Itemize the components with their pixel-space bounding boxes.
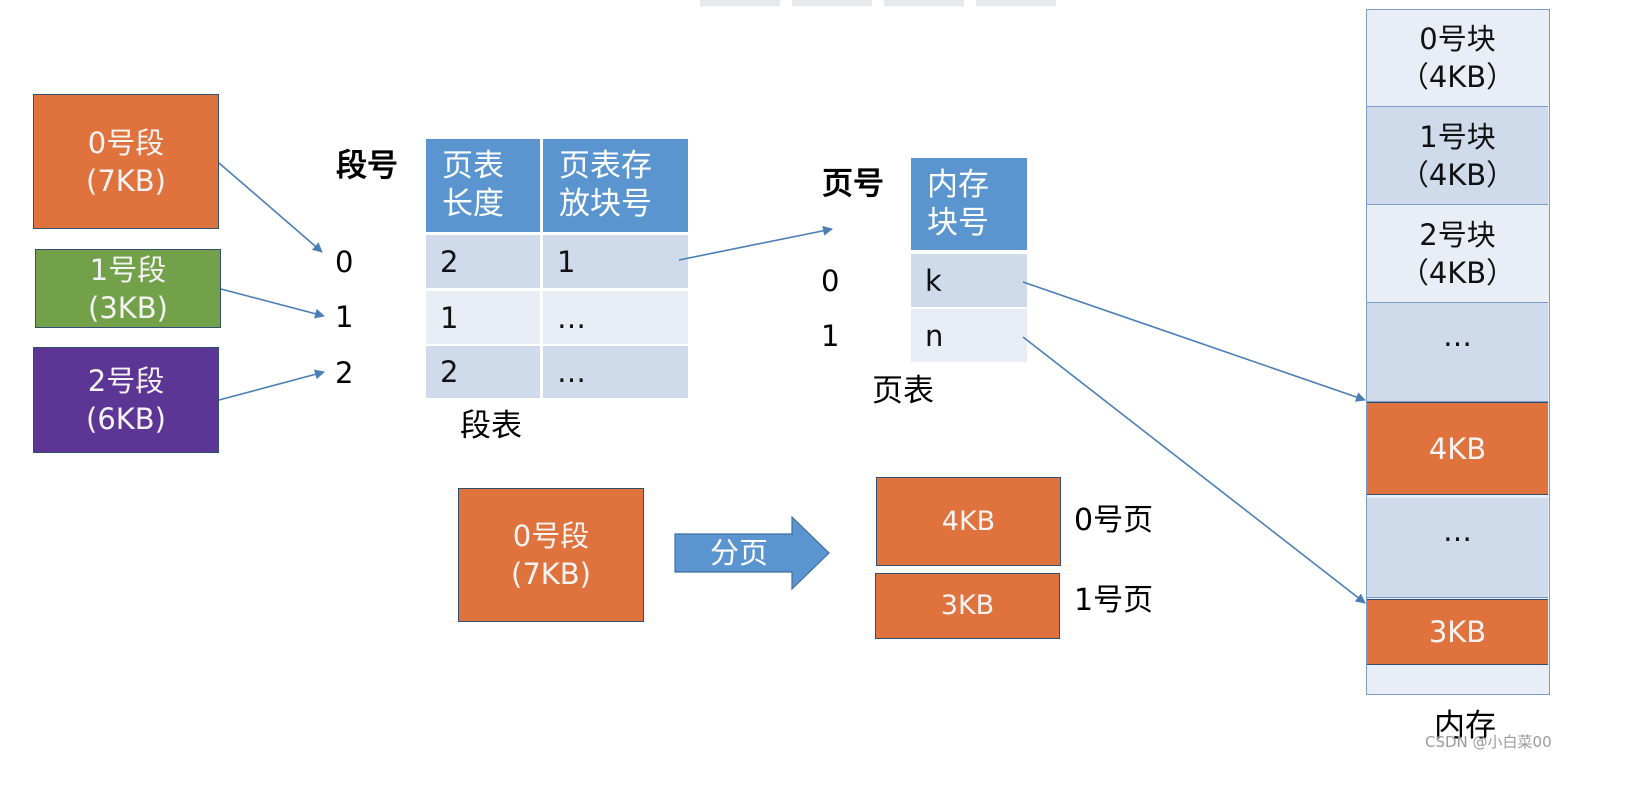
top-strip (700, 0, 780, 6)
segment-table-header-block: 页表存 放块号 (543, 139, 688, 232)
memory-block-2-label: 2号块 (1419, 217, 1496, 252)
segment-table-header-block-line1: 页表存 (559, 148, 652, 184)
paging-source-segment: 0号段 (7KB) (458, 488, 644, 622)
segment-table-row-0-length: 2 (426, 235, 540, 288)
memory-caption: 内存 (1434, 708, 1496, 744)
segment-table-header-length-line1: 页表 (442, 148, 504, 184)
page-number-label: 页号 (822, 166, 884, 202)
page-0-label: 0号页 (1074, 503, 1154, 538)
page-0-size: 4KB (941, 505, 996, 537)
watermark: CSDN @小白菜00 (1425, 733, 1552, 751)
arrow-segment0-to-index (218, 162, 323, 253)
memory-block-1-label: 1号块 (1419, 119, 1496, 154)
segment-table-row-0-block: 1 (543, 235, 688, 288)
memory-block-page1-label: 3KB (1428, 615, 1487, 649)
memory-block-ellipsis-2-label: … (1443, 514, 1472, 548)
memory-block-0: 0号块 （4KB） (1367, 10, 1548, 107)
segment-0-size: (7KB) (86, 163, 166, 198)
top-strip (884, 0, 964, 6)
segment-table-header-length-line2: 长度 (442, 186, 504, 222)
page-table-header-line1: 内存 (927, 167, 989, 203)
memory-block-ellipsis-2: … (1367, 498, 1548, 598)
memory-block-1-size: （4KB） (1399, 157, 1516, 192)
segment-table-row-1-length: 1 (426, 291, 540, 344)
segment-table-header-length: 页表 长度 (426, 139, 540, 232)
paging-source-name: 0号段 (512, 519, 590, 553)
memory-column: 0号块 （4KB） 1号块 （4KB） 2号块 （4KB） … 4KB … 3K… (1366, 9, 1550, 695)
segment-table-row-1-block: … (543, 291, 688, 344)
segment-table-row-2-block: … (543, 346, 688, 398)
segment-1-box: 1号段 (3KB) (35, 249, 221, 328)
page-table-row-0: k (911, 254, 1027, 307)
segment-number-label: 段号 (336, 148, 398, 184)
page-table-header-line2: 块号 (927, 205, 989, 241)
memory-block-0-size: （4KB） (1399, 60, 1516, 94)
segment-table-header-block-line2: 放块号 (559, 186, 652, 222)
arrow-segment2-to-index (218, 369, 325, 401)
memory-block-page0-label: 4KB (1428, 431, 1487, 466)
segment-index-1: 1 (335, 300, 354, 334)
top-strip (976, 0, 1056, 6)
segment-0-box: 0号段 (7KB) (33, 94, 219, 229)
page-0-box: 4KB (876, 477, 1061, 566)
segment-1-size: (3KB) (88, 290, 168, 325)
paging-source-size: (7KB) (511, 557, 591, 591)
segment-2-box: 2号段 (6KB) (33, 347, 219, 453)
arrow-segtable-to-pagetable (678, 225, 833, 261)
paging-arrow (674, 515, 830, 591)
segment-index-2: 2 (335, 356, 354, 390)
page-index-0: 0 (821, 264, 840, 298)
segment-0-name: 0号段 (87, 125, 165, 160)
top-strip (792, 0, 872, 6)
segment-table-caption: 段表 (460, 408, 522, 444)
memory-block-ellipsis-1-label: … (1443, 319, 1472, 353)
page-table-caption: 页表 (872, 373, 934, 409)
arrow-page1-to-memory (1022, 336, 1366, 604)
page-table-row-1: n (911, 309, 1027, 362)
page-1-size: 3KB (940, 590, 995, 621)
memory-block-page1: 3KB (1367, 599, 1548, 665)
paging-arrow-label: 分页 (710, 536, 768, 570)
segment-index-0: 0 (335, 245, 354, 279)
memory-block-2: 2号块 （4KB） (1367, 205, 1548, 303)
memory-block-0-label: 0号块 (1419, 22, 1496, 56)
memory-block-2-size: （4KB） (1399, 255, 1516, 290)
segment-table-row-2-length: 2 (426, 346, 540, 398)
segment-2-size: (6KB) (86, 402, 166, 436)
arrow-segment1-to-index (220, 288, 325, 319)
page-table-header: 内存 块号 (911, 158, 1027, 250)
page-index-1: 1 (821, 319, 840, 353)
segment-2-name: 2号段 (87, 364, 165, 398)
page-1-box: 3KB (875, 573, 1060, 639)
memory-block-1: 1号块 （4KB） (1367, 107, 1548, 205)
page-1-label: 1号页 (1074, 583, 1154, 618)
segment-1-name: 1号段 (89, 252, 167, 287)
memory-block-ellipsis-1: … (1367, 303, 1548, 402)
memory-block-page0: 4KB (1367, 402, 1548, 495)
arrow-page0-to-memory (1022, 281, 1366, 402)
